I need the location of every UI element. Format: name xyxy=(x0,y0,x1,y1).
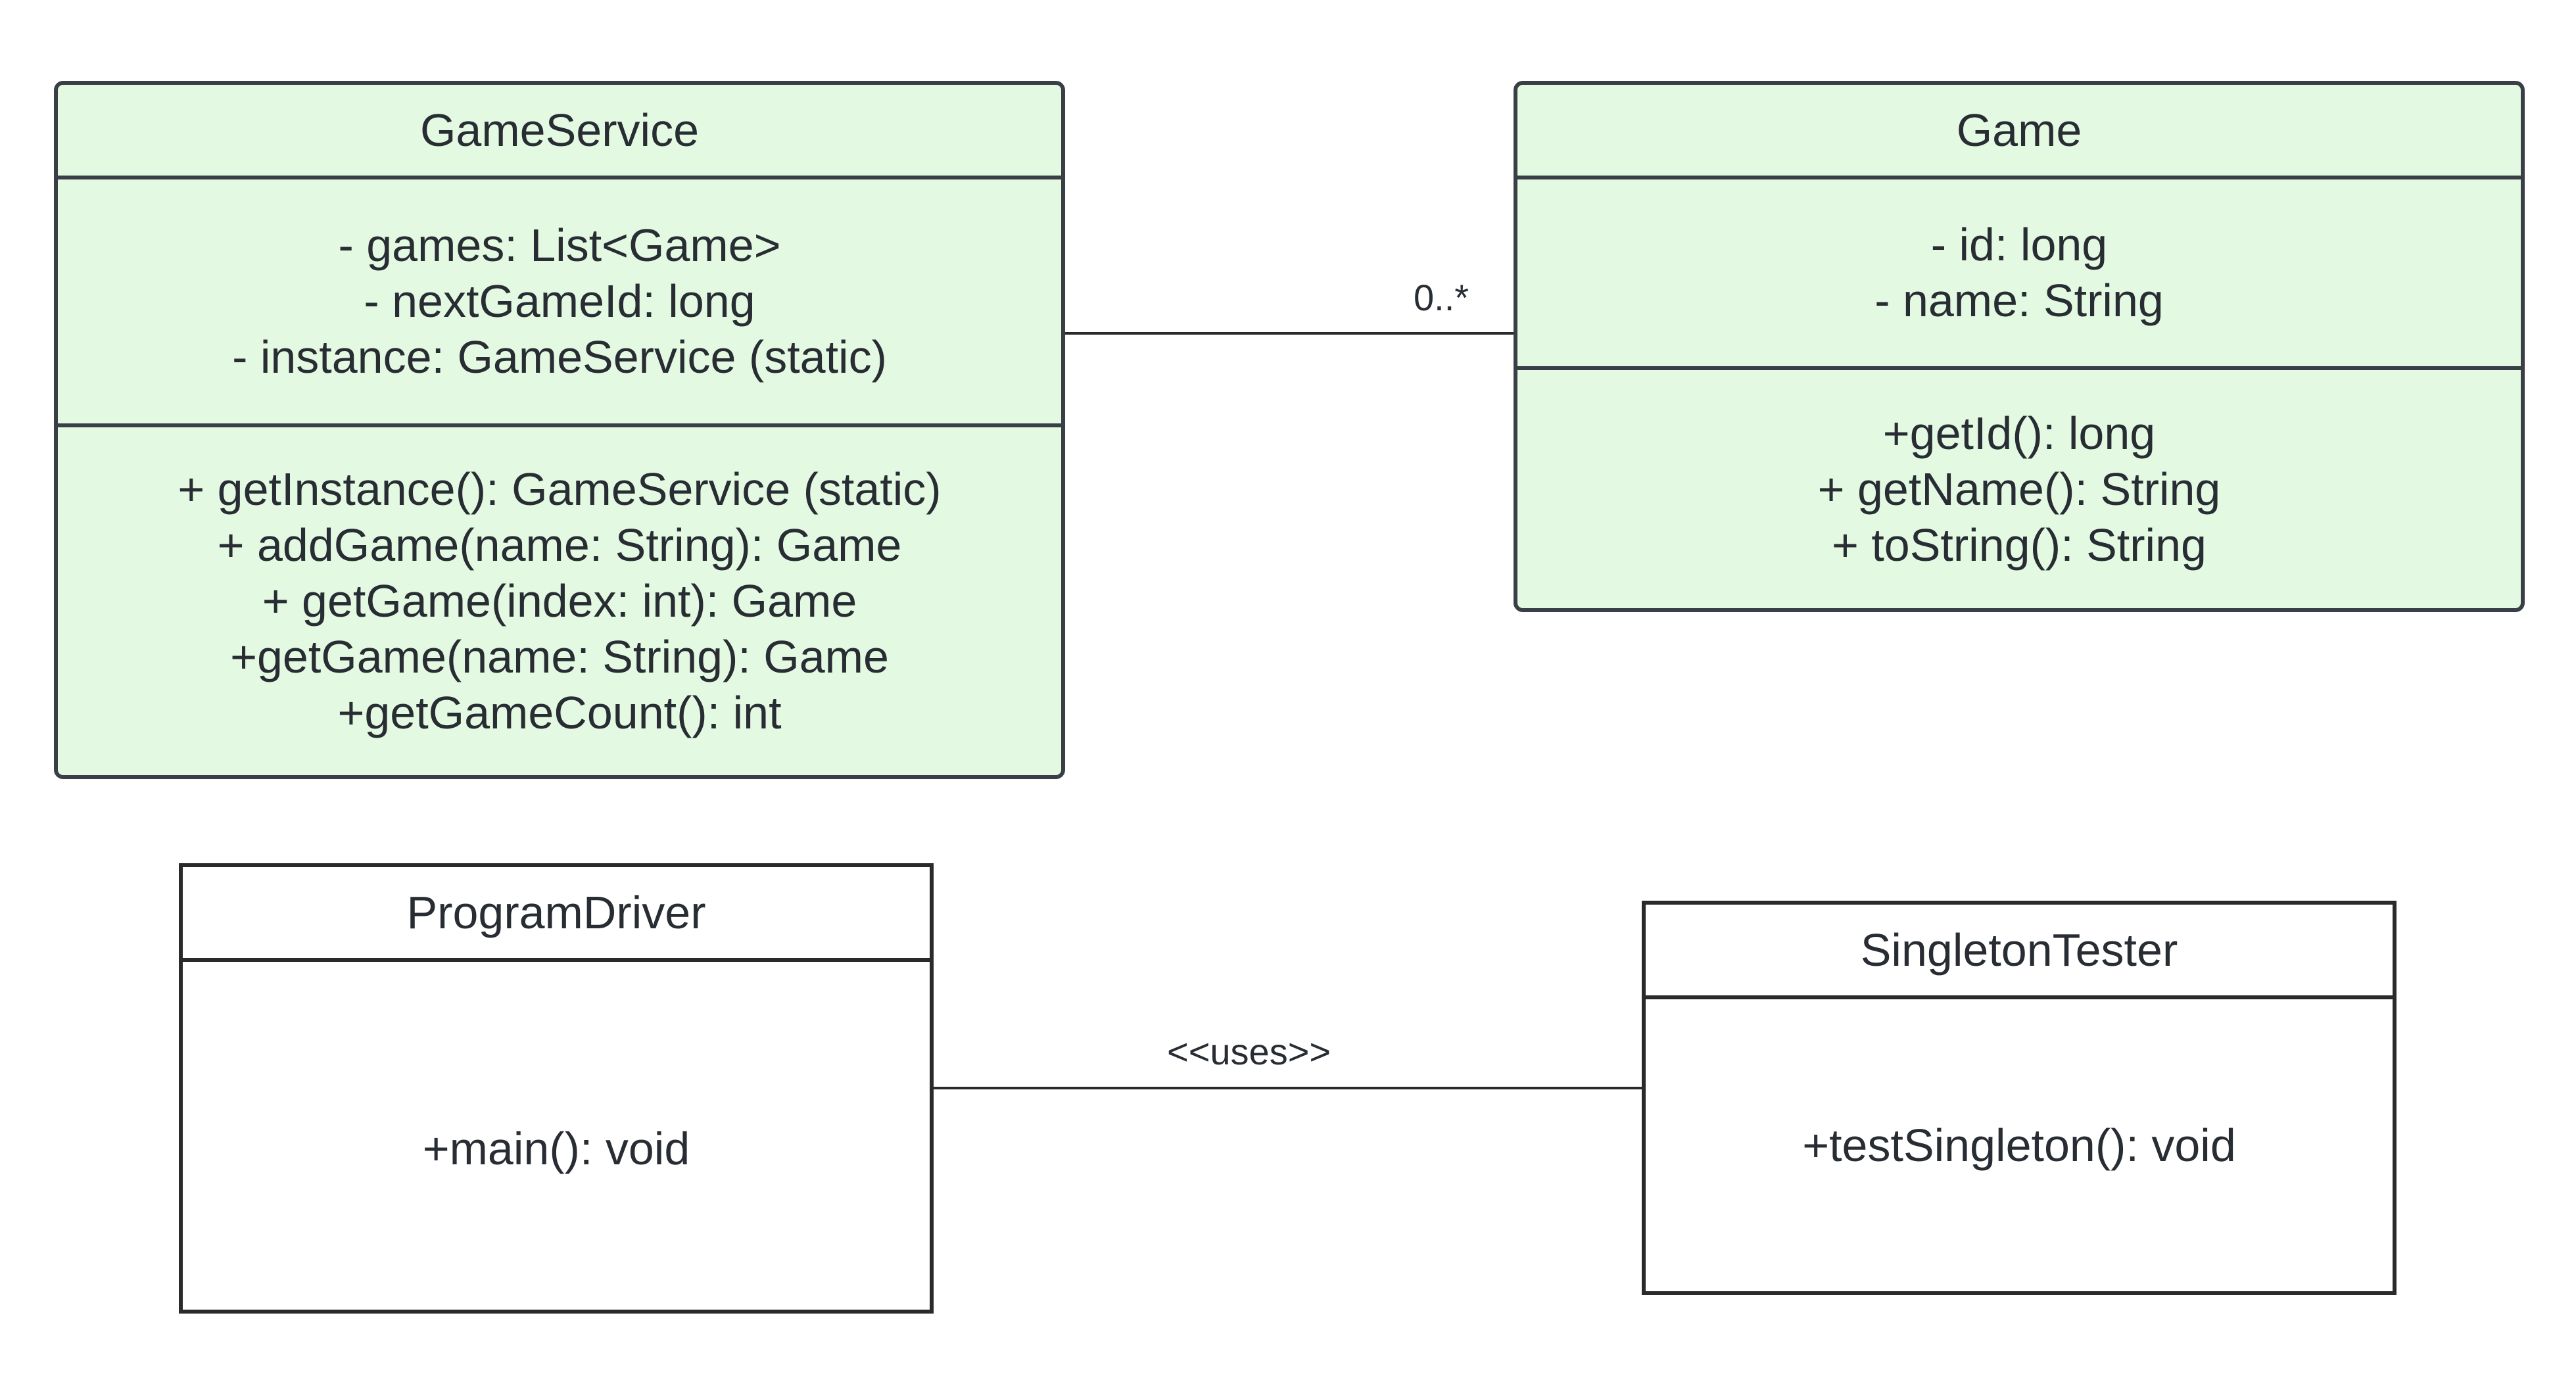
method-get-name: + getName(): String xyxy=(1817,463,2221,515)
attribute-name: - name: String xyxy=(1874,275,2164,326)
attribute-games: - games: List<Game> xyxy=(338,220,781,271)
methods-singletontester: +testSingleton(): void xyxy=(1646,995,2393,1291)
class-name-programdriver: ProgramDriver xyxy=(406,887,706,938)
attribute-next-game-id: - nextGameId: long xyxy=(364,275,755,327)
method-get-game-name: +getGame(name: String): Game xyxy=(230,631,889,682)
attribute-instance: - instance: GameService (static) xyxy=(232,331,887,383)
stereotype-uses-label: <<uses>> xyxy=(1167,1031,1331,1072)
method-test-singleton: +testSingleton(): void xyxy=(1802,1119,2236,1171)
methods-programdriver: +main(): void xyxy=(183,958,930,1310)
attributes-game: - id: long - name: String xyxy=(1517,176,2521,366)
method-get-id: +getId(): long xyxy=(1882,407,2156,459)
class-name-gameservice: GameService xyxy=(419,105,700,156)
method-to-string: + toString(): String xyxy=(1832,519,2206,571)
method-get-instance: + getInstance(): GameService (static) xyxy=(178,463,942,515)
class-programdriver[interactable]: ProgramDriver +main(): void xyxy=(179,863,934,1314)
class-game[interactable]: Game - id: long - name: String +getId():… xyxy=(1514,81,2525,612)
methods-gameservice: + getInstance(): GameService (static) + … xyxy=(58,423,1061,775)
method-get-game-count: +getGameCount(): int xyxy=(337,687,782,738)
method-main: +main(): void xyxy=(422,1123,690,1174)
multiplicity-label: 0..* xyxy=(1414,277,1469,318)
attribute-id: - id: long xyxy=(1930,219,2108,270)
class-gameservice[interactable]: GameService - games: List<Game> - nextGa… xyxy=(54,81,1065,779)
class-singletontester[interactable]: SingletonTester +testSingleton(): void xyxy=(1642,901,2397,1295)
method-get-game-index: + getGame(index: int): Game xyxy=(262,575,857,627)
methods-game: +getId(): long + getName(): String + toS… xyxy=(1517,366,2521,608)
class-name-singletontester: SingletonTester xyxy=(1860,924,2178,976)
attributes-gameservice: - games: List<Game> - nextGameId: long -… xyxy=(58,176,1061,423)
method-add-game: + addGame(name: String): Game xyxy=(217,519,902,571)
class-name-game: Game xyxy=(1956,105,2082,156)
